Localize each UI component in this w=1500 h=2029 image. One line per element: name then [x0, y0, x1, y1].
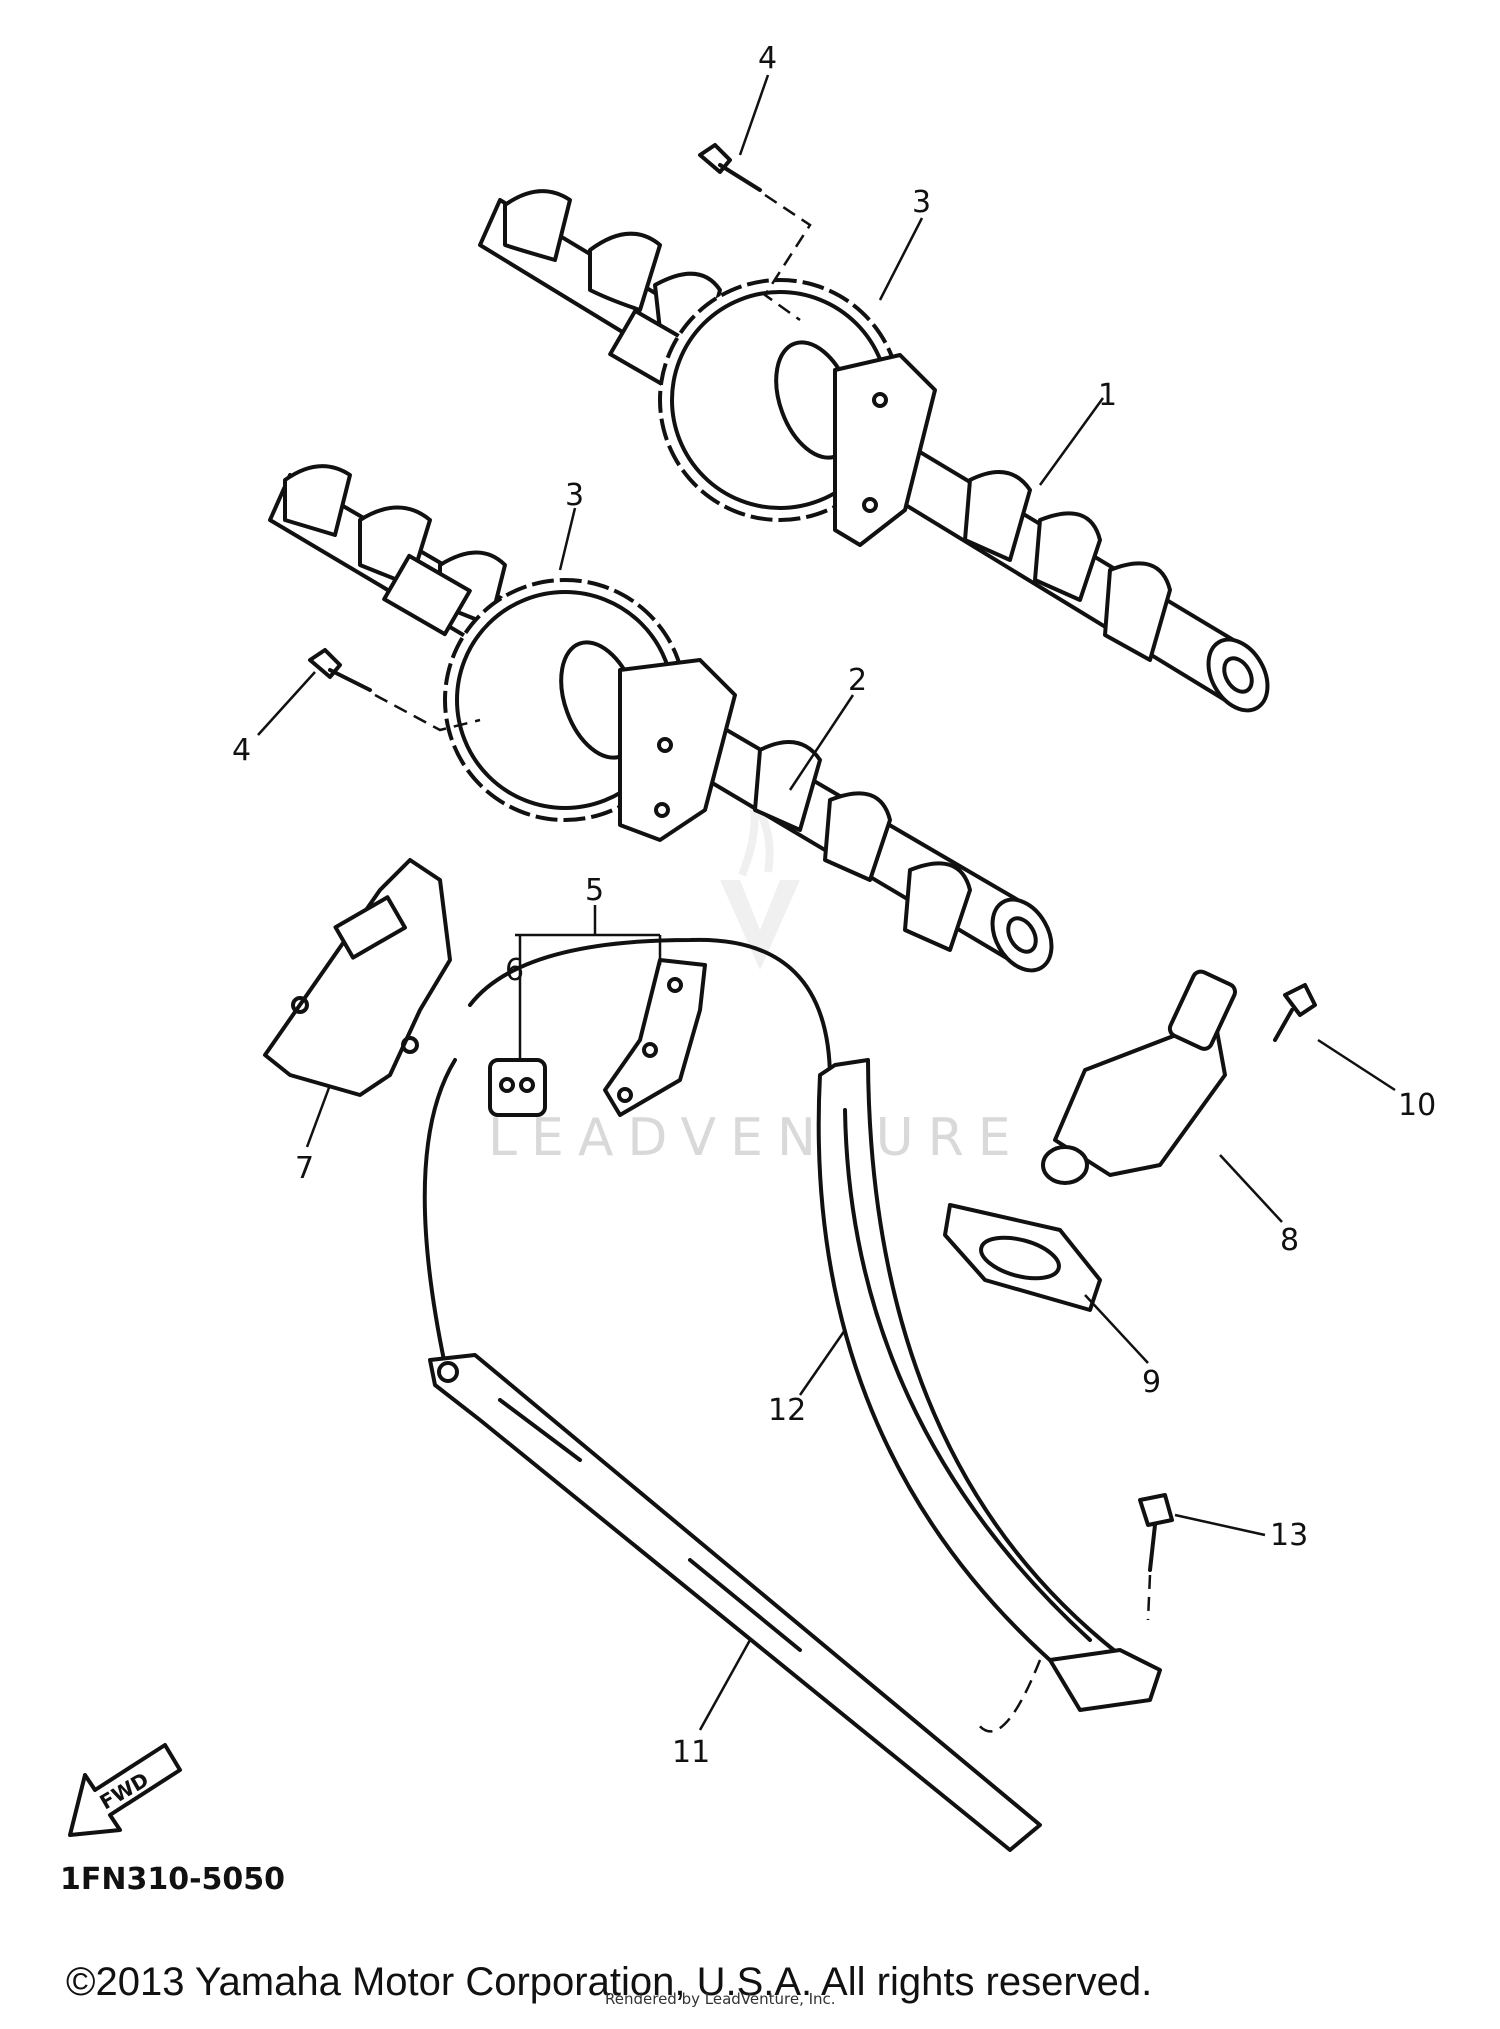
watermark-text: LEADVENTURE [488, 1108, 1025, 1168]
callout-4-lower: 4 [232, 733, 251, 768]
diagram-part-code: 1FN310-5050 [60, 1862, 286, 1897]
guide-pivot-bolt [1138, 1493, 1174, 1621]
sprocket-bolt-upper [698, 143, 812, 322]
tensioner-gasket [943, 1203, 1102, 1312]
chain-tensioner [1041, 969, 1238, 1185]
callout-4-upper: 4 [758, 41, 777, 76]
callout-3-lower: 3 [565, 478, 584, 513]
callout-8: 8 [1280, 1223, 1299, 1258]
cam-chain [422, 937, 832, 1367]
callout-11: 11 [672, 1735, 710, 1770]
rendered-by-notice: Rendered by LeadVenture, Inc. [605, 1990, 836, 2008]
callout-5: 5 [585, 873, 604, 908]
callout-12: 12 [768, 1393, 806, 1428]
forward-arrow-icon: FWD [68, 1743, 182, 1837]
cam-sprocket-lower [443, 578, 737, 842]
callout-1: 1 [1098, 378, 1117, 413]
leader-lines [257, 74, 1396, 1731]
callout-3-upper: 3 [912, 185, 931, 220]
callout-13: 13 [1270, 1518, 1308, 1553]
chain-joint-link [488, 1058, 547, 1117]
chain-guide-top [263, 858, 452, 1097]
callout-10: 10 [1398, 1088, 1436, 1123]
copyright-notice: ©2013 Yamaha Motor Corporation, U.S.A. A… [66, 1960, 1153, 2004]
chain-guide-lower [428, 1353, 1042, 1852]
chain-master-link [603, 958, 707, 1117]
callout-6: 6 [505, 953, 524, 988]
tensioner-bolt [1273, 983, 1317, 1042]
cam-chain-lower [973, 1659, 1042, 1733]
sprocket-bolt-lower [308, 648, 481, 732]
callout-7: 7 [295, 1151, 314, 1186]
cam-sprocket-upper [658, 278, 937, 547]
callout-2: 2 [848, 663, 867, 698]
callout-9: 9 [1142, 1365, 1161, 1400]
chain-guide-tensioner [816, 1058, 1162, 1712]
